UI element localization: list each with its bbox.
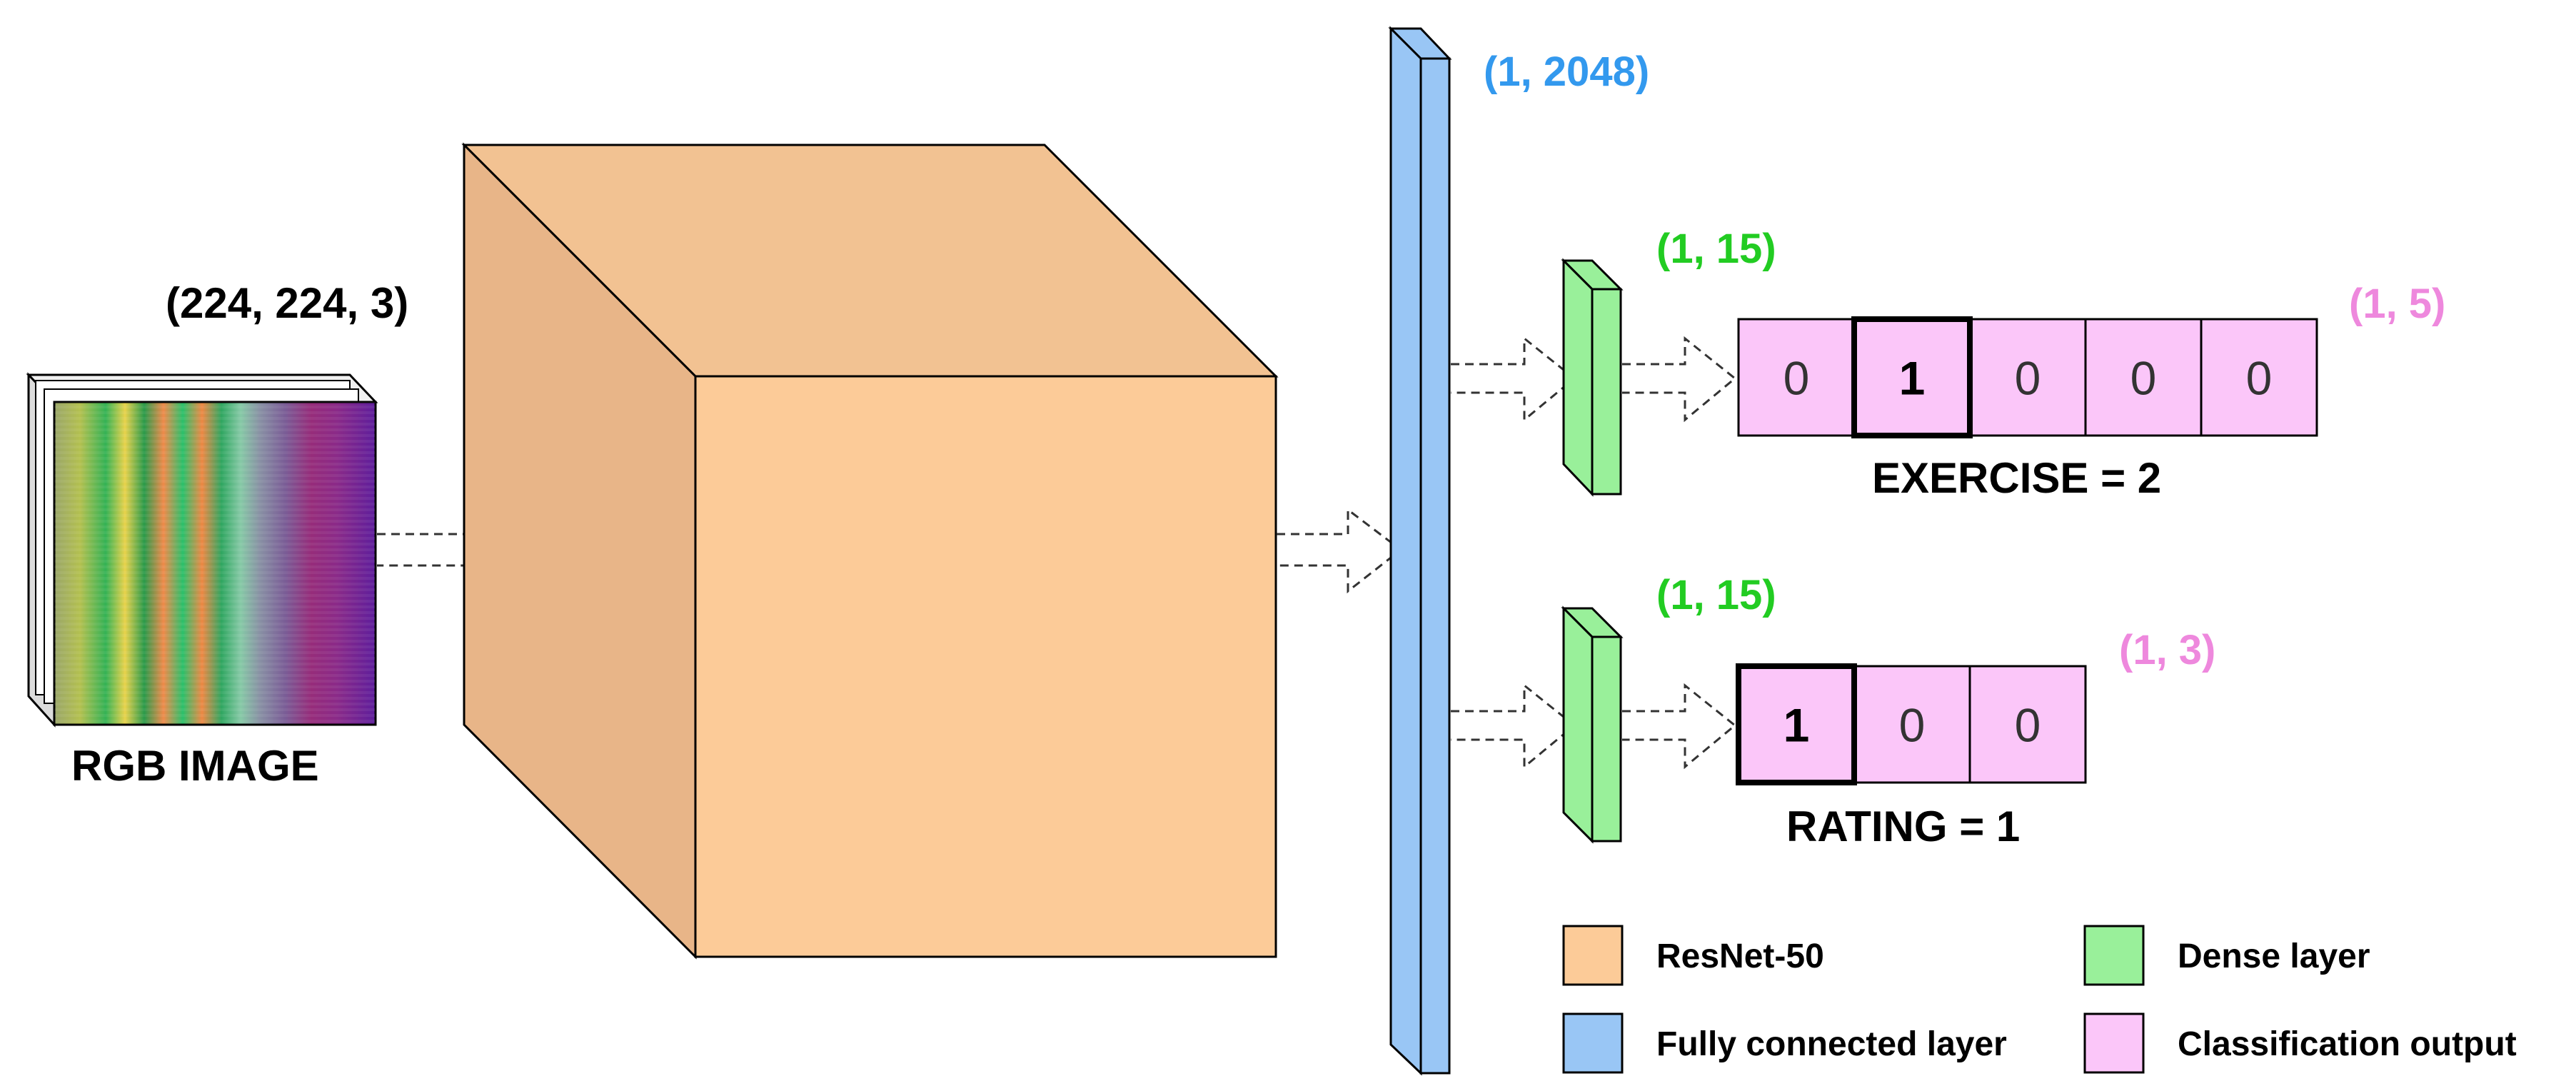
- rating-shape-label: (1, 3): [2119, 627, 2215, 673]
- dense-layer-bottom: [1561, 605, 1624, 844]
- rating-cell-value: 0: [1899, 699, 1926, 752]
- arrow-resnet-to-fc: [1277, 507, 1403, 594]
- exercise-cell-value: 0: [2246, 352, 2273, 405]
- fc-shape-label: (1, 2048): [1484, 49, 1649, 95]
- dense-bottom-shape-label: (1, 15): [1656, 572, 1776, 618]
- legend-swatch-resnet: [1562, 925, 1624, 986]
- rating-cell-value: 0: [2015, 699, 2041, 752]
- legend: ResNet-50 Fully connected layer Dense la…: [1562, 925, 2517, 1074]
- legend-swatch-dense: [2083, 925, 2145, 986]
- rating-active-cell: [1736, 663, 1857, 785]
- exercise-cell: [1737, 318, 1856, 437]
- arrow-fc-to-dense-bottom: [1451, 683, 1576, 770]
- exercise-cell: [1968, 318, 2087, 437]
- exercise-caption: EXERCISE = 2: [1872, 454, 2161, 502]
- arrow-dense-top-to-exercise: [1622, 336, 1737, 423]
- exercise-cell-value: 0: [1783, 352, 1810, 405]
- legend-swatch-fc: [1562, 1012, 1624, 1074]
- legend-label-fc: Fully connected layer: [1656, 1025, 2007, 1063]
- legend-label-resnet: ResNet-50: [1656, 937, 1824, 975]
- rating-cell-value: 1: [1783, 699, 1810, 752]
- exercise-shape-label: (1, 5): [2349, 281, 2445, 327]
- exercise-active-cell: [1851, 316, 1973, 438]
- arrow-dense-bottom-to-rating: [1622, 683, 1737, 770]
- fc-layer: [1388, 26, 1452, 1076]
- exercise-cell-value: 0: [2015, 352, 2041, 405]
- legend-label-dense: Dense layer: [2178, 937, 2370, 975]
- rating-cell: [1968, 665, 2087, 784]
- input-caption: RGB IMAGE: [71, 742, 319, 790]
- rating-output: 1 0 0: [1736, 663, 2087, 785]
- exercise-cell-value: 0: [2130, 352, 2157, 405]
- resnet-block: [461, 142, 1279, 960]
- exercise-cell: [2200, 318, 2318, 437]
- exercise-cell-value: 1: [1899, 352, 1926, 405]
- rating-cell: [1853, 665, 1971, 784]
- exercise-output: 0 1 0 0 0: [1737, 316, 2318, 438]
- legend-swatch-cls: [2083, 1012, 2145, 1074]
- legend-label-cls: Classification output: [2178, 1025, 2517, 1063]
- arrow-fc-to-dense-top: [1451, 336, 1576, 423]
- dense-top-shape-label: (1, 15): [1656, 226, 1776, 272]
- input-image-stack: [26, 372, 378, 728]
- rating-caption: RATING = 1: [1786, 803, 2020, 850]
- resnet-front-face: [694, 375, 1277, 958]
- dense-layer-top: [1561, 258, 1624, 497]
- input-shape-label: (224, 224, 3): [166, 279, 408, 327]
